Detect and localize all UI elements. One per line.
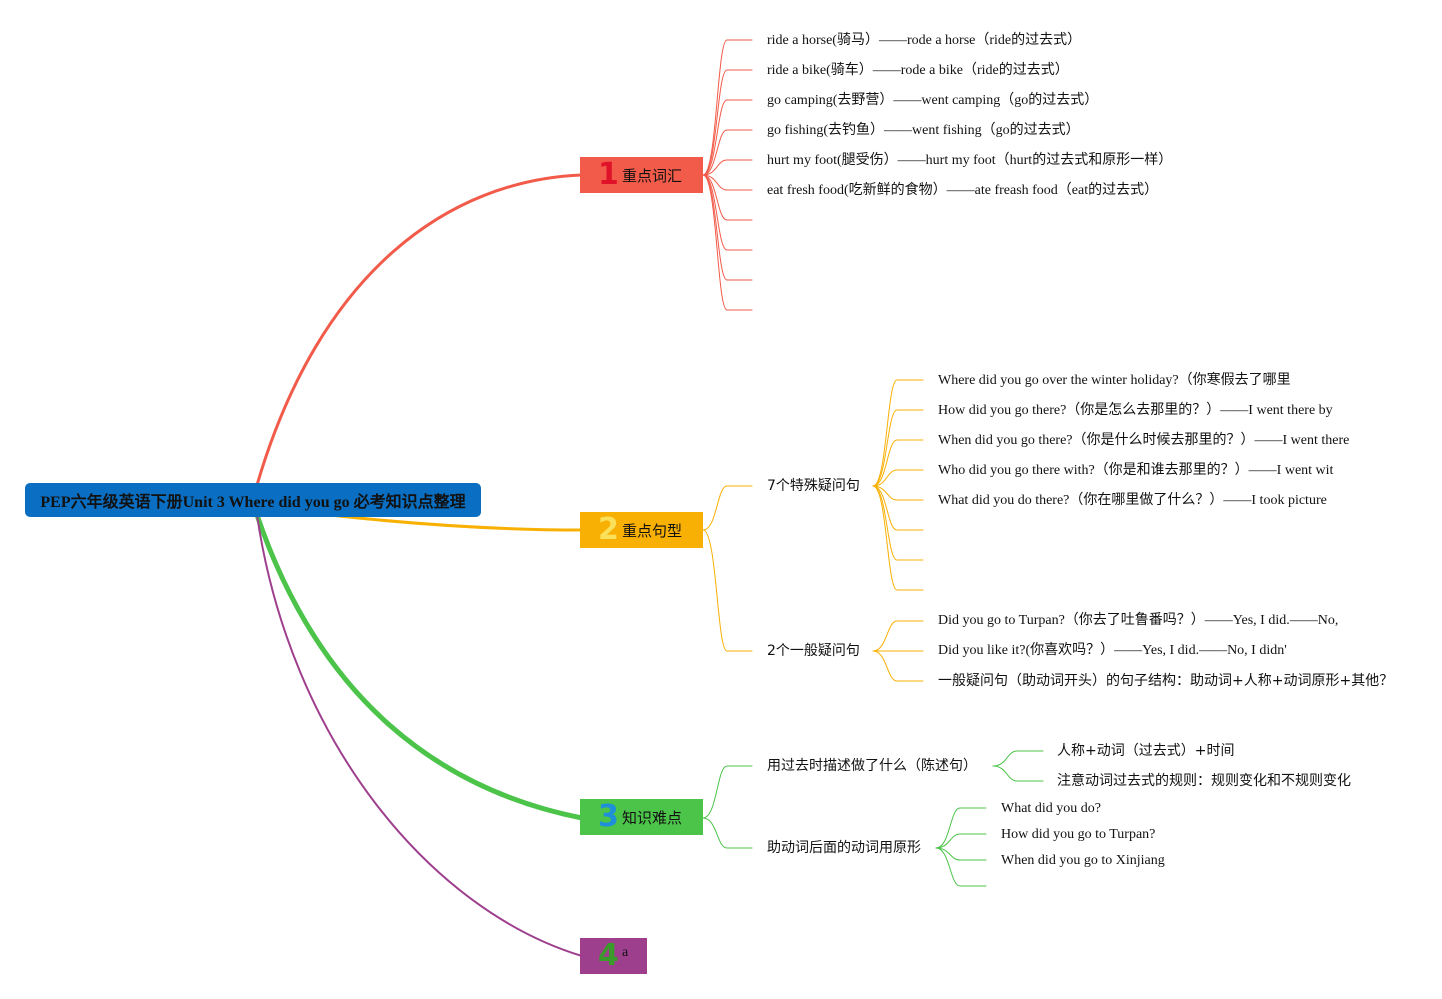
sentence-item-connector	[872, 485, 924, 531]
branch-number-1: 1	[598, 157, 619, 192]
vocab-connector	[702, 129, 753, 176]
branch-number-2: 2	[598, 512, 619, 547]
vocab-item[interactable]: eat fresh food(吃新鲜的食物）——ate freash food（…	[767, 183, 1159, 198]
difficulty-item[interactable]: 人称+动词（过去式）+时间	[1057, 743, 1235, 759]
sentence-item-connector	[872, 485, 924, 561]
sentence-group-connector	[702, 529, 753, 652]
root-branch-2-link	[328, 513, 584, 532]
difficulty-item-connector	[935, 807, 987, 849]
sentence-item[interactable]: Did you go to Turpan?（你去了吐鲁番吗？）——Yes, I …	[938, 613, 1339, 628]
difficulty-group-label[interactable]: 助动词后面的动词用原形	[767, 840, 921, 856]
difficulty-item-connector	[935, 847, 987, 887]
difficulty-item[interactable]: When did you go to Xinjiang	[1001, 853, 1165, 868]
sentence-item[interactable]: Who did you go there with?（你是和谁去那里的？）——I…	[938, 463, 1334, 478]
sentence-item[interactable]: Where did you go over the winter holiday…	[938, 373, 1291, 388]
root-branch-4-link	[256, 514, 583, 957]
vocab-item[interactable]: hurt my foot(腿受伤）——hurt my foot（hurt的过去式…	[767, 153, 1173, 168]
branch-node-1[interactable]: 1 重点词汇	[580, 157, 703, 193]
sentence-item[interactable]: When did you go there?（你是什么时候去那里的？）——I w…	[938, 433, 1350, 448]
root-title: PEP六年级英语下册Unit 3 Where did you go 必考知识点整…	[40, 494, 466, 511]
sentence-group-label[interactable]: 2个一般疑问句	[767, 643, 860, 659]
branch-label-2: 重点句型	[622, 521, 683, 540]
vocab-item[interactable]: go camping(去野营）——went camping（go的过去式）	[767, 93, 1099, 108]
vocab-item[interactable]: ride a bike(骑车）——rode a bike（ride的过去式）	[767, 63, 1069, 78]
difficulty-item[interactable]: 注意动词过去式的规则：规则变化和不规则变化	[1057, 773, 1351, 789]
branch-label-4: a	[622, 945, 629, 960]
difficulty-group-label[interactable]: 用过去时描述做了什么（陈述句）	[767, 758, 977, 774]
sentence-item-connector	[872, 379, 924, 487]
vocab-connector	[702, 174, 753, 191]
sentence-item[interactable]: 一般疑问句（助动词开头）的句子结构：助动词+人称+动词原形+其他？	[938, 673, 1394, 689]
sentence-item-connector	[872, 620, 924, 652]
vocab-connector	[702, 174, 753, 221]
vocab-connector	[702, 174, 753, 311]
sentence-group-connector	[702, 485, 753, 531]
root-node[interactable]: PEP六年级英语下册Unit 3 Where did you go 必考知识点整…	[25, 483, 481, 517]
branch-label-1: 重点词汇	[622, 166, 683, 185]
root-branch-3-link	[254, 512, 585, 821]
difficulty-group-connector	[702, 817, 753, 849]
sentence-item[interactable]: What did you do there?（你在哪里做了什么？）——I too…	[938, 493, 1327, 508]
vocab-item[interactable]: go fishing(去钓鱼）——went fishing（go的过去式）	[767, 123, 1080, 138]
vocab-connector	[702, 99, 753, 176]
branch-number-3: 3	[598, 799, 619, 834]
difficulty-item-connector	[935, 847, 987, 861]
sentence-item-connector	[872, 439, 924, 487]
sentence-item[interactable]: Did you like it?(你喜欢吗？）——Yes, I did.——No…	[938, 643, 1287, 658]
vocab-connector	[702, 69, 753, 176]
branch-node-4[interactable]: 4 a	[580, 938, 647, 974]
branch-node-2[interactable]: 2 重点句型	[580, 512, 703, 548]
sentence-item-connector	[872, 485, 924, 501]
vocab-item[interactable]: ride a horse(骑马）——rode a horse（ride的过去式）	[767, 33, 1082, 48]
difficulty-item-connector	[992, 765, 1044, 782]
root-branch-1-link	[255, 173, 584, 487]
vocab-connector	[702, 39, 753, 176]
branch-label-3: 知识难点	[622, 808, 683, 827]
difficulty-item[interactable]: What did you do?	[1001, 801, 1101, 816]
sentence-item-connector	[872, 650, 924, 682]
vocab-connector	[702, 159, 753, 176]
difficulty-item-connector	[935, 833, 987, 849]
branch-number-4: 4	[598, 938, 619, 973]
sentence-item-connector	[872, 469, 924, 487]
difficulty-item-connector	[992, 750, 1044, 767]
difficulty-group-connector	[702, 765, 753, 819]
sentence-item-connector	[872, 485, 924, 591]
sentence-item[interactable]: How did you go there?（你是怎么去那里的？）——I went…	[938, 403, 1333, 418]
sentence-group-label[interactable]: 7个特殊疑问句	[767, 478, 860, 494]
sentence-item-connector	[872, 409, 924, 487]
difficulty-item[interactable]: How did you go to Turpan?	[1001, 827, 1156, 842]
branch-node-3[interactable]: 3 知识难点	[580, 799, 703, 835]
